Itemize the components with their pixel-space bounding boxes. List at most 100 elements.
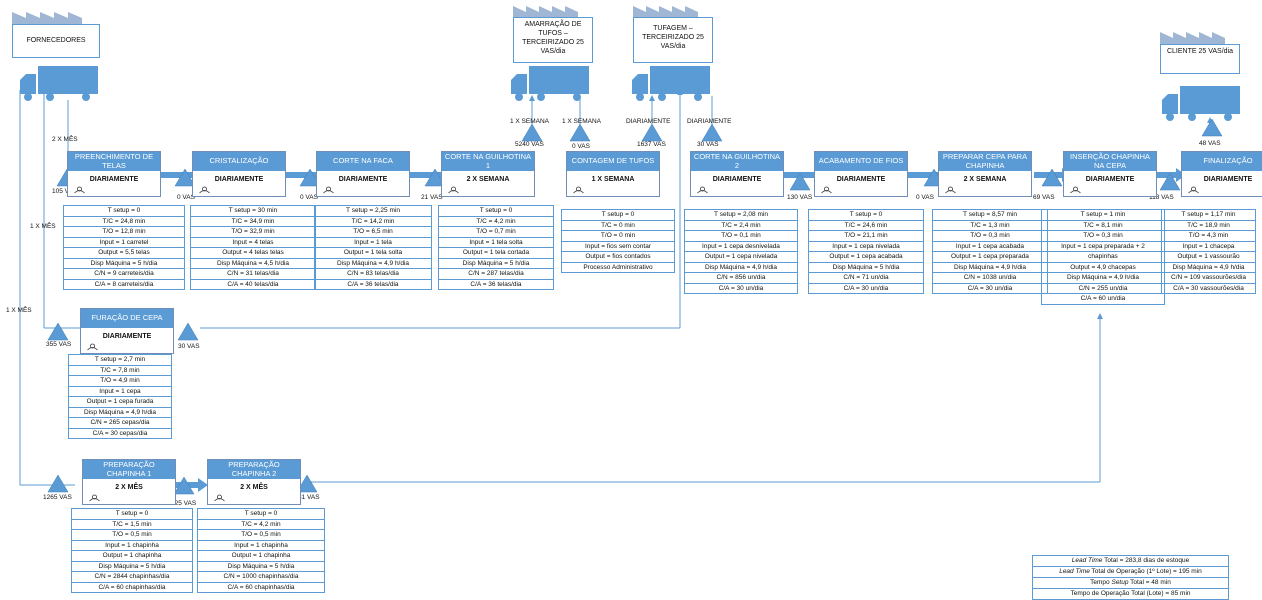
data-row: Disp Máquina = 4,9 h/dia — [68, 407, 172, 418]
data-row: C/A = 8 carreteis/dia — [63, 279, 185, 290]
data-row: T/O = 4,9 min — [68, 376, 172, 387]
process-name: INSERÇÃO CHAPINHA NA CEPA — [1064, 152, 1156, 171]
process-box: CONTAGEM DE TUFOS 1 X SEMANA — [566, 151, 660, 197]
data-row: Output = 1 tela solta — [314, 248, 432, 259]
shipment-label: DIARIAMENTE — [626, 118, 671, 125]
data-row: Output = 1 cepa nivelada — [684, 252, 798, 263]
operator-icon — [821, 186, 832, 194]
data-row: T setup = 0 — [438, 205, 554, 217]
inventory-label: 31 VAS — [298, 494, 320, 501]
process-frequency: 2 X SEMANA — [963, 176, 1007, 183]
data-row: T setup = 1 min — [1041, 209, 1165, 221]
process-name: PREPARAR CEPA PARA CHAPINHA — [939, 152, 1031, 171]
tying-box: AMARRAÇÃO DE TUFOS – TERCEIRIZADO 25 VAS… — [513, 17, 593, 63]
data-row: C/N = 9 carreteis/dia — [63, 269, 185, 280]
data-row: Disp Máquina = 4,9 h/dia — [684, 262, 798, 273]
data-row: Input = 1 chapinha — [71, 540, 193, 551]
data-row: T setup = 2,25 min — [314, 205, 432, 217]
data-row: Output = 4 telas telas — [190, 248, 316, 259]
summary-lead-time: Lead Time Total = 283,8 dias de estoque — [1032, 555, 1229, 567]
operator-icon — [1070, 186, 1081, 194]
process-frequency: 2 X MÊS — [240, 484, 268, 491]
process-frequency: DIARIAMENTE — [338, 176, 388, 183]
data-row: T/C = 1,5 min — [71, 519, 193, 530]
operator-icon — [697, 186, 708, 194]
process-name: ACABAMENTO DE FIOS — [815, 152, 907, 171]
data-row: T/C = 24,8 min — [63, 216, 185, 227]
data-row: Input = 1 cepa desnivelada — [684, 241, 798, 252]
data-row: Input = 1 chapinha — [197, 540, 325, 551]
data-row: Input = 1 tela solta — [438, 237, 554, 248]
data-row: Output = 5,5 telas — [63, 248, 185, 259]
data-row: C/A = 60 chapinhas/dia — [71, 582, 193, 593]
inventory-label: 105 VAS — [52, 188, 78, 195]
data-row: T/C = 14,2 min — [314, 216, 432, 227]
operator-icon — [74, 186, 85, 194]
data-row: Output = 1 cepa furada — [68, 397, 172, 408]
data-row: Output = 1 chapinha — [71, 551, 193, 562]
data-row: Input = fios sem contar — [561, 241, 675, 252]
inventory-label: 355 VAS — [46, 341, 72, 348]
inventory-label: 69 VAS — [1033, 194, 1055, 201]
summary-table: Lead Time Total = 283,8 dias de estoque … — [1032, 555, 1229, 600]
data-row: Disp Máquina = 4,9 h/dia — [932, 262, 1048, 273]
data-row: C/A = 60 chapinhas/dia — [197, 582, 325, 593]
data-row: Input = 1 cepa preparada + 2 — [1041, 241, 1165, 252]
operator-icon — [214, 494, 225, 502]
truck-icon — [1162, 86, 1240, 121]
data-row: C/A = 30 cepas/dia — [68, 428, 172, 439]
inventory-label: 0 VAS — [300, 194, 318, 201]
data-row: C/N = 2844 chapinhas/dia — [71, 572, 193, 583]
summary-lead-time-op: Lead Time Total de Operação (1º Lote) = … — [1032, 567, 1229, 578]
inventory-label: 130 VAS — [787, 194, 813, 201]
inventory-label: 5240 VAS — [515, 141, 544, 148]
process-frequency: 1 X SEMANA — [591, 176, 635, 183]
data-row: T setup = 0 — [197, 508, 325, 520]
data-row: T setup = 0 — [561, 209, 675, 221]
data-row: T/C = 34,9 min — [190, 216, 316, 227]
process-frequency: DIARIAMENTE — [102, 333, 152, 340]
data-row: Output = 1 vassourão — [1161, 252, 1256, 263]
data-row: Output = fios contados — [561, 252, 675, 263]
data-row: chapinhas — [1041, 252, 1165, 263]
data-row: T/C = 24,6 min — [808, 220, 924, 231]
data-row: Disp Máquina = 4,5 h/dia — [190, 258, 316, 269]
summary-op-total: Tempo de Operação Total (Lote) = 85 min — [1032, 589, 1229, 600]
data-row: C/N = 83 telas/dia — [314, 269, 432, 280]
truck-icon — [20, 66, 98, 101]
tufting-box: TUFAGEM – TERCEIRIZADO 25 VAS/dia — [633, 17, 713, 63]
operator-icon — [87, 343, 98, 351]
data-row: T/O = 0 min — [561, 231, 675, 242]
data-row: T/C = 2,4 min — [684, 220, 798, 231]
process-name: CONTAGEM DE TUFOS — [567, 152, 659, 171]
data-row: C/N = 1000 chapinhas/dia — [197, 572, 325, 583]
data-row: T/O = 4,3 min — [1161, 231, 1256, 242]
data-row: C/N = 71 un/dia — [808, 273, 924, 284]
data-row: T/O = 12,8 min — [63, 227, 185, 238]
data-row: T/C = 7,8 min — [68, 365, 172, 376]
inventory-label: 48 VAS — [1199, 140, 1221, 147]
data-row: T setup = 2,08 min — [684, 209, 798, 221]
data-row: C/A = 36 telas/dia — [314, 279, 432, 290]
operator-icon — [448, 186, 459, 194]
data-row: C/N = 287 telas/dia — [438, 269, 554, 280]
shipment-label: 1 X SEMANA — [510, 118, 550, 125]
data-row: C/A = 30 vassourões/dia — [1161, 283, 1256, 294]
data-row: C/A = 60 un/dia — [1041, 294, 1165, 305]
data-row: Output = 1 cepa preparada — [932, 252, 1048, 263]
data-row: T/O = 0,5 min — [71, 530, 193, 541]
operator-icon — [323, 186, 334, 194]
inventory-label: 1637 VAS — [637, 141, 666, 148]
